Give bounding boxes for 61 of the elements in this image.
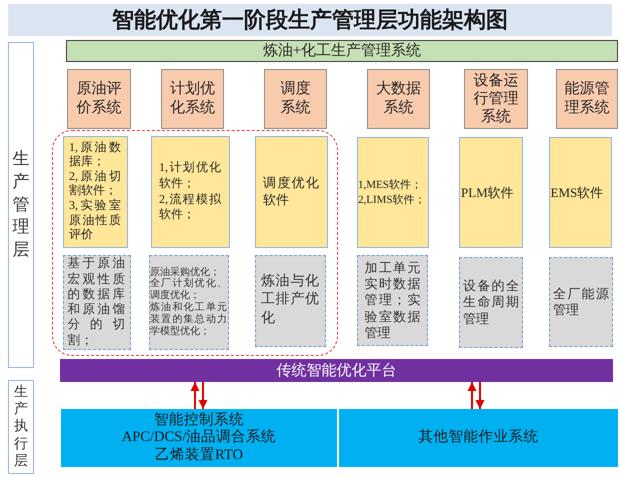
software-box [357,137,429,248]
software-box [150,136,230,248]
diagram-title: 智能优化第一阶段生产管理层功能架构图 [112,7,508,35]
control-system-box [61,409,337,467]
software-text: 3,实验室原油性质评价 [69,198,121,242]
function-text: 基于原油宏观性质的数据库和原油馏分的切割； [68,256,126,348]
software-text: 调度优化软件 [263,174,319,208]
software-text: 1,原油数据库； [69,140,121,169]
system-label: 其他智能作业系统 [418,429,538,447]
bar-label: 炼油+化工生产管理系统 [262,42,422,60]
bar-label: 传统智能优化平台 [276,362,396,380]
layer-label: 生产管理层 [12,148,30,262]
arrow [198,382,208,409]
system-box [556,69,618,129]
function-box [357,255,428,346]
function-text: 全厂计划优化、调度优化； [150,278,227,302]
function-box [148,254,228,350]
arrow [476,382,484,409]
software-box [459,137,523,248]
arrow [190,382,200,409]
system-label: 乙烯装置RTO [155,446,243,464]
system-label: APC/DCS/油品调合系统 [122,429,276,447]
software-text: 1,计划优化软件； [159,160,221,192]
system-box [67,69,131,129]
function-box [459,257,523,348]
function-box [549,257,613,347]
software-text: EMS软件 [550,184,604,200]
function-text: 加工单元实时数据管理；实验室数据管理 [364,260,420,342]
arrow [468,382,476,409]
function-text: 炼油与化工排产优化 [261,273,319,328]
software-text: 2,原油切割软件； [69,168,121,198]
system-name: 原油评价系统 [76,80,122,118]
system-bar [66,40,618,62]
function-text: 全厂能源管理 [553,286,609,318]
system-box [464,69,528,129]
software-text: 2,LIMS软件； [358,192,427,207]
software-text: 2,流程模拟软件； [159,192,221,223]
function-text: 设备的全生命周期管理 [463,278,519,327]
system-name: 计划优化系统 [169,80,216,118]
function-box [254,254,326,346]
system-name: 设备运行管理系统 [472,72,520,126]
system-name: 能源管理系统 [564,80,610,118]
platform-bar [60,359,613,382]
software-text: PLM软件 [461,184,515,200]
group-outline [52,130,338,356]
function-text: 炼油和化工单元装置的集总动力学模型优化； [150,302,227,338]
control-system-box [339,409,618,467]
system-name: 大数据系统 [375,80,422,118]
software-text: 1,MES软件； [358,178,423,192]
software-box [254,136,328,248]
function-text: 原油采购优化； [150,266,221,278]
layer-panel [8,42,34,368]
system-name: 调度系统 [280,80,312,118]
system-label: 智能控制系统 [154,412,244,429]
system-box [367,69,430,129]
layer-panel [8,380,34,474]
software-box [549,137,612,248]
system-box [264,69,327,129]
layer-label: 生产执行层 [14,384,28,470]
system-box [161,69,224,129]
software-box [62,136,128,248]
